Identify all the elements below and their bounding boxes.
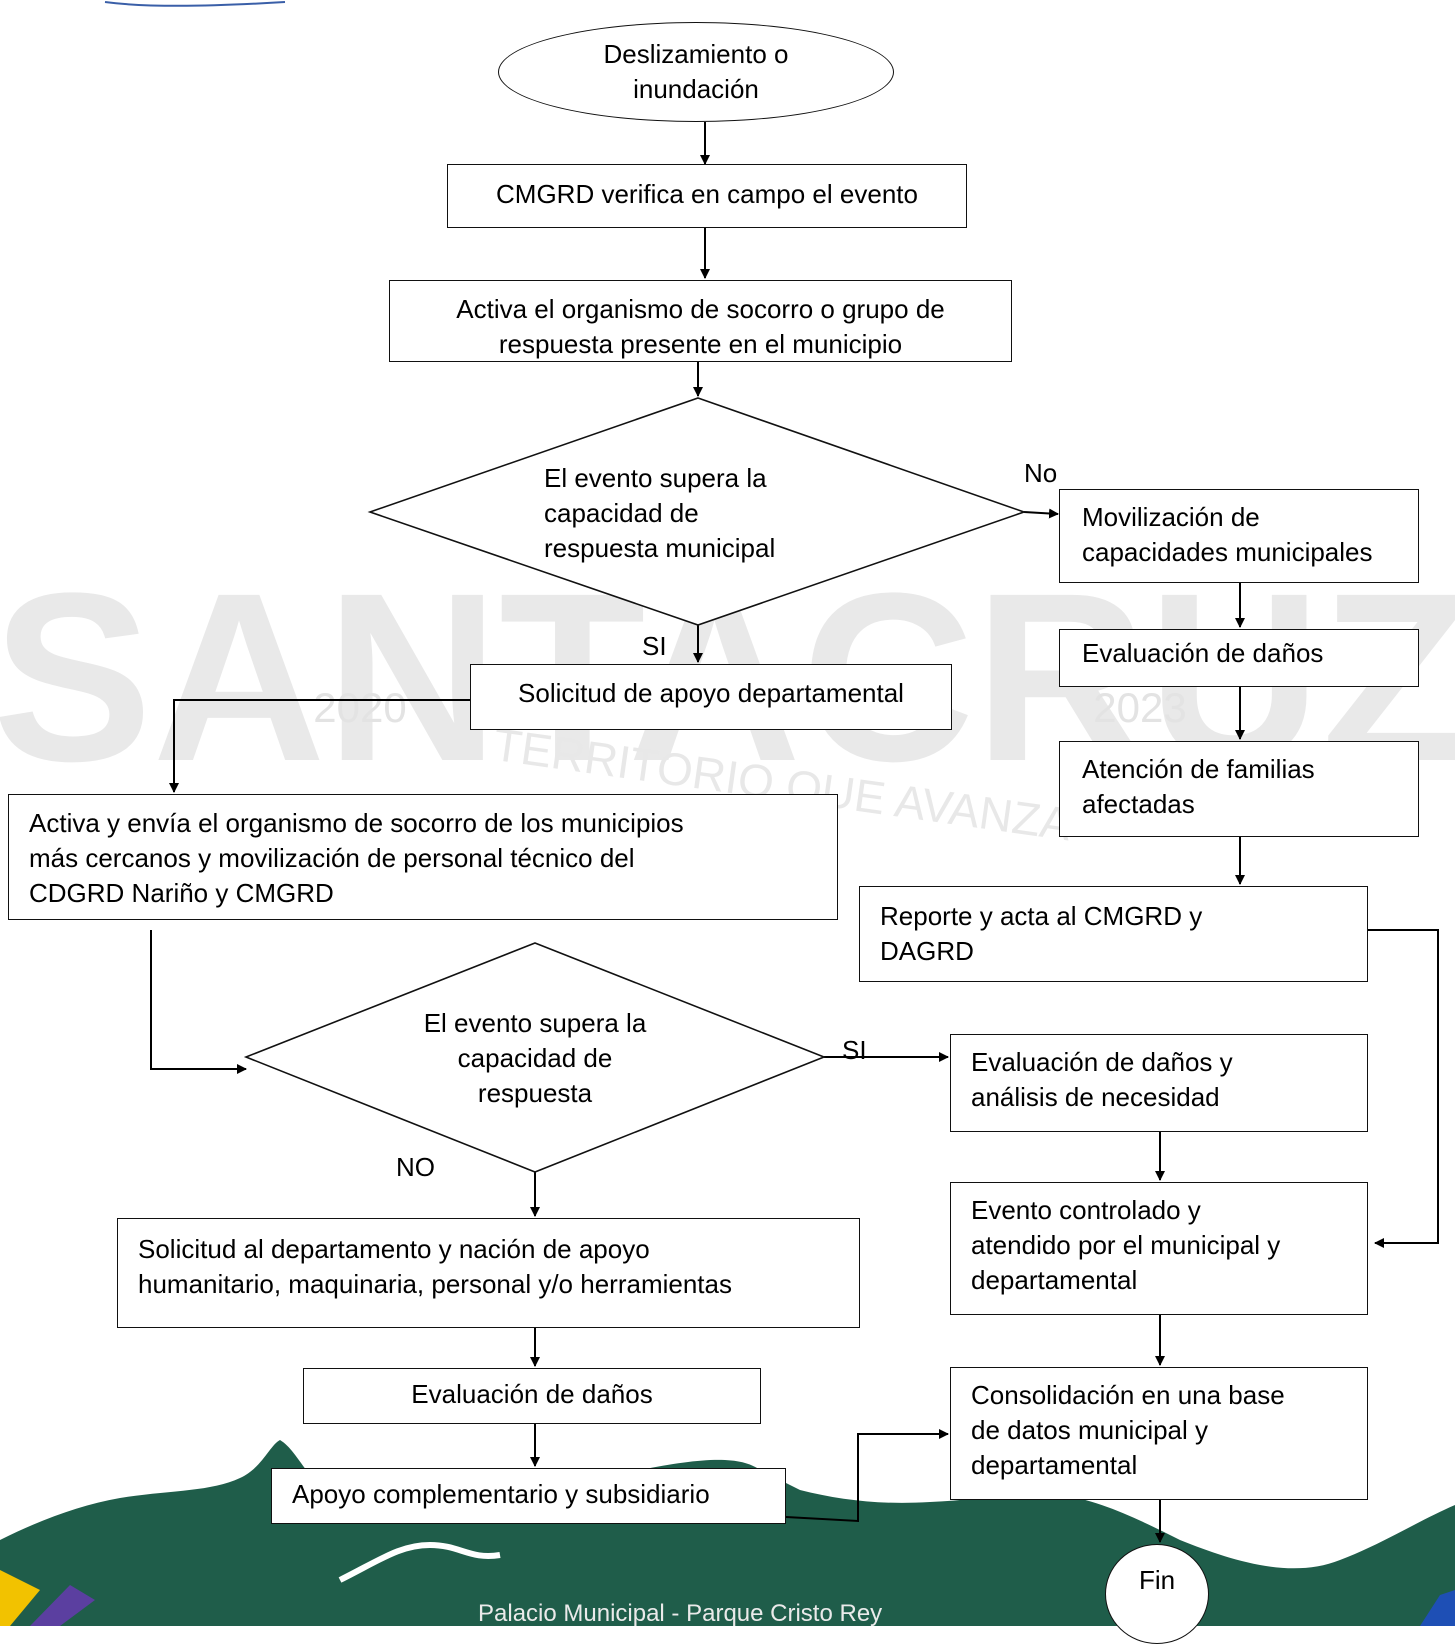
footer-address: Palacio Municipal - Parque Cristo Rey bbox=[478, 1600, 883, 1627]
decision-diamond-2 bbox=[243, 942, 827, 1173]
arrow-dept-request-to-activate-send bbox=[169, 699, 470, 793]
arrow-decision1-no bbox=[1023, 508, 1059, 519]
verify-event-box: CMGRD verifica en campo el evento bbox=[447, 164, 967, 228]
arrow-report-to-controlled bbox=[1368, 929, 1439, 1248]
report-box: Reporte y acta al CMGRD y DAGRD bbox=[859, 886, 1368, 982]
arrow-complementary-to-consolidation bbox=[785, 1429, 949, 1523]
decision-diamond-1 bbox=[367, 397, 1027, 626]
damage-evaluation-left-box: Evaluación de daños bbox=[303, 1368, 761, 1424]
nation-support-request-box: Solicitud al departamento y nación de ap… bbox=[117, 1218, 860, 1328]
family-care-box: Atención de familias afectadas bbox=[1059, 741, 1419, 837]
complementary-support-box: Apoyo complementario y subsidiario bbox=[271, 1468, 786, 1524]
decision1-text: El evento supera la capacidad de respues… bbox=[544, 463, 776, 563]
start-node: Deslizamiento o inundación bbox=[498, 22, 894, 122]
decision1-no-label: No bbox=[1024, 458, 1058, 488]
decision2-si-label: SI bbox=[842, 1035, 867, 1065]
decision2-text: El evento supera la capacidad de respues… bbox=[423, 1008, 647, 1108]
activate-send-box: Activa y envía el organismo de socorro d… bbox=[8, 794, 838, 920]
consolidation-box: Consolidación en una base de datos munic… bbox=[950, 1367, 1368, 1500]
damage-evaluation-right-box: Evaluación de daños bbox=[1059, 629, 1419, 687]
mobilize-capacities-box: Movilización de capacidades municipales bbox=[1059, 489, 1419, 583]
top-left-logo-fragment bbox=[104, 1, 286, 7]
accent-yellow-shape bbox=[0, 1570, 40, 1626]
event-controlled-box: Evento controlado y atendido por el muni… bbox=[950, 1182, 1368, 1315]
decision2-no-label: NO bbox=[396, 1152, 435, 1182]
watermark-year-left: 2020 bbox=[313, 684, 406, 731]
accent-blue-shape bbox=[1420, 1590, 1455, 1626]
end-node: Fin bbox=[1105, 1544, 1209, 1644]
mountain-silhouette bbox=[0, 1440, 1455, 1626]
accent-purple-shape bbox=[30, 1585, 95, 1626]
watermark-year-right: 2023 bbox=[1093, 684, 1186, 731]
needs-analysis-box: Evaluación de daños y análisis de necesi… bbox=[950, 1034, 1368, 1132]
decision1-si-label: SI bbox=[642, 631, 667, 661]
activate-rescue-box: Activa el organismo de socorro o grupo d… bbox=[389, 280, 1012, 362]
department-support-request-box: Solicitud de apoyo departamental bbox=[470, 664, 952, 730]
arrow-activate-send-to-decision2 bbox=[150, 930, 247, 1074]
river-line bbox=[338, 1541, 501, 1583]
